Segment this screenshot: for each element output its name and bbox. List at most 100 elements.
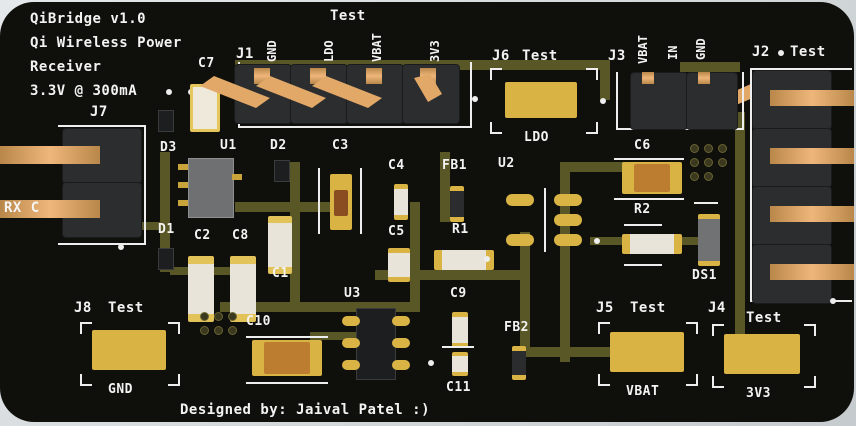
board-credit: Designed by: Jaival Patel :) bbox=[180, 402, 431, 418]
j5-label: J5 bbox=[596, 300, 614, 316]
c1-capacitor bbox=[268, 216, 292, 274]
j8-test-label: Test bbox=[108, 300, 144, 316]
c5-capacitor bbox=[388, 248, 410, 282]
pad bbox=[178, 182, 188, 188]
j2-pin[interactable] bbox=[770, 90, 854, 106]
j6-test-pad[interactable] bbox=[505, 82, 577, 118]
c11-label: C11 bbox=[446, 380, 471, 395]
r2-outline bbox=[624, 224, 662, 266]
trace bbox=[600, 60, 610, 100]
j8-test-pad[interactable] bbox=[92, 330, 166, 370]
j5-vbat-label: VBAT bbox=[626, 384, 660, 399]
j3-label: J3 bbox=[608, 48, 626, 64]
via bbox=[200, 326, 209, 335]
j2-pin[interactable] bbox=[770, 264, 854, 280]
r2-resistor bbox=[622, 234, 682, 254]
u3-pad bbox=[342, 338, 360, 348]
trace bbox=[375, 270, 525, 280]
c11-capacitor bbox=[452, 352, 468, 376]
trace bbox=[520, 347, 630, 357]
pin1-marker bbox=[118, 244, 124, 250]
board-subtitle: Qi Wireless Power bbox=[30, 35, 182, 51]
silk-corner bbox=[598, 374, 610, 386]
j7-pin[interactable] bbox=[0, 146, 100, 164]
c9-capacitor bbox=[452, 312, 468, 348]
silk-corner bbox=[490, 122, 502, 134]
j3-header-block bbox=[630, 72, 688, 130]
c6-label: C6 bbox=[634, 138, 651, 153]
c3-capacitor-body bbox=[334, 190, 348, 216]
r2-label: R2 bbox=[634, 202, 651, 217]
via bbox=[690, 144, 699, 153]
j7-pin[interactable] bbox=[0, 200, 100, 218]
j1-label: J1 bbox=[236, 46, 254, 62]
pin1-marker bbox=[594, 238, 600, 244]
d3-diode bbox=[158, 110, 174, 132]
ds1-label: DS1 bbox=[692, 268, 717, 283]
via bbox=[704, 144, 713, 153]
trace bbox=[520, 232, 530, 352]
trace bbox=[160, 152, 170, 272]
silk-line bbox=[360, 168, 362, 234]
board-subtitle-2: Receiver bbox=[30, 59, 102, 75]
d2-diode bbox=[274, 160, 290, 182]
j3-pin[interactable] bbox=[698, 72, 710, 84]
r1-label: R1 bbox=[452, 222, 469, 237]
j8-label: J8 bbox=[74, 300, 92, 316]
via bbox=[200, 312, 209, 321]
rx-label: RX C bbox=[4, 200, 40, 216]
u2-pad bbox=[554, 194, 582, 206]
pin1-marker bbox=[484, 256, 490, 262]
u2-label: U2 bbox=[498, 156, 515, 171]
d1-diode bbox=[158, 248, 174, 270]
pad bbox=[178, 200, 188, 206]
c5-label: C5 bbox=[388, 224, 405, 239]
c8-label: C8 bbox=[232, 228, 249, 243]
d2-label: D2 bbox=[270, 138, 287, 153]
trace bbox=[290, 162, 300, 312]
via bbox=[690, 172, 699, 181]
u3-label: U3 bbox=[344, 286, 361, 301]
j2-test-label: Test bbox=[790, 44, 826, 60]
j6-test-label: Test bbox=[522, 48, 558, 64]
j3-vbat-label: VBAT bbox=[636, 35, 650, 64]
fb1-ferrite bbox=[450, 186, 464, 222]
silk-corner bbox=[586, 122, 598, 134]
via bbox=[718, 144, 727, 153]
j4-test-pad[interactable] bbox=[724, 334, 800, 374]
via bbox=[690, 158, 699, 167]
j3-pin[interactable] bbox=[642, 72, 654, 84]
u3-pad bbox=[392, 316, 410, 326]
via bbox=[704, 172, 713, 181]
trace bbox=[560, 162, 570, 362]
silk-corner bbox=[686, 374, 698, 386]
u3-pad bbox=[392, 360, 410, 370]
j7-label: J7 bbox=[90, 104, 108, 120]
u3-pad bbox=[392, 338, 410, 348]
d1-label: D1 bbox=[158, 222, 175, 237]
trace bbox=[560, 162, 640, 172]
silk-corner bbox=[712, 324, 724, 336]
pad bbox=[232, 174, 242, 180]
j6-label: J6 bbox=[492, 48, 510, 64]
j2-pin[interactable] bbox=[770, 206, 854, 222]
pad bbox=[178, 164, 188, 170]
j3-gnd-label: GND bbox=[694, 38, 708, 60]
silk-corner bbox=[80, 374, 92, 386]
silk-line bbox=[544, 188, 546, 252]
j5-test-pad[interactable] bbox=[610, 332, 684, 372]
c1-label: C1 bbox=[272, 266, 289, 281]
c7-label: C7 bbox=[198, 56, 215, 71]
j2-pin[interactable] bbox=[770, 148, 854, 164]
silk-corner bbox=[712, 376, 724, 388]
j4-3v3-label: 3V3 bbox=[746, 386, 771, 401]
u3-chip bbox=[356, 308, 396, 380]
via bbox=[228, 326, 237, 335]
silk-corner bbox=[80, 322, 92, 334]
via bbox=[214, 326, 223, 335]
via bbox=[718, 158, 727, 167]
silk-line bbox=[318, 168, 320, 234]
j1-pin[interactable] bbox=[366, 68, 382, 84]
c6-outline bbox=[614, 158, 684, 200]
u1-chip bbox=[188, 158, 234, 218]
